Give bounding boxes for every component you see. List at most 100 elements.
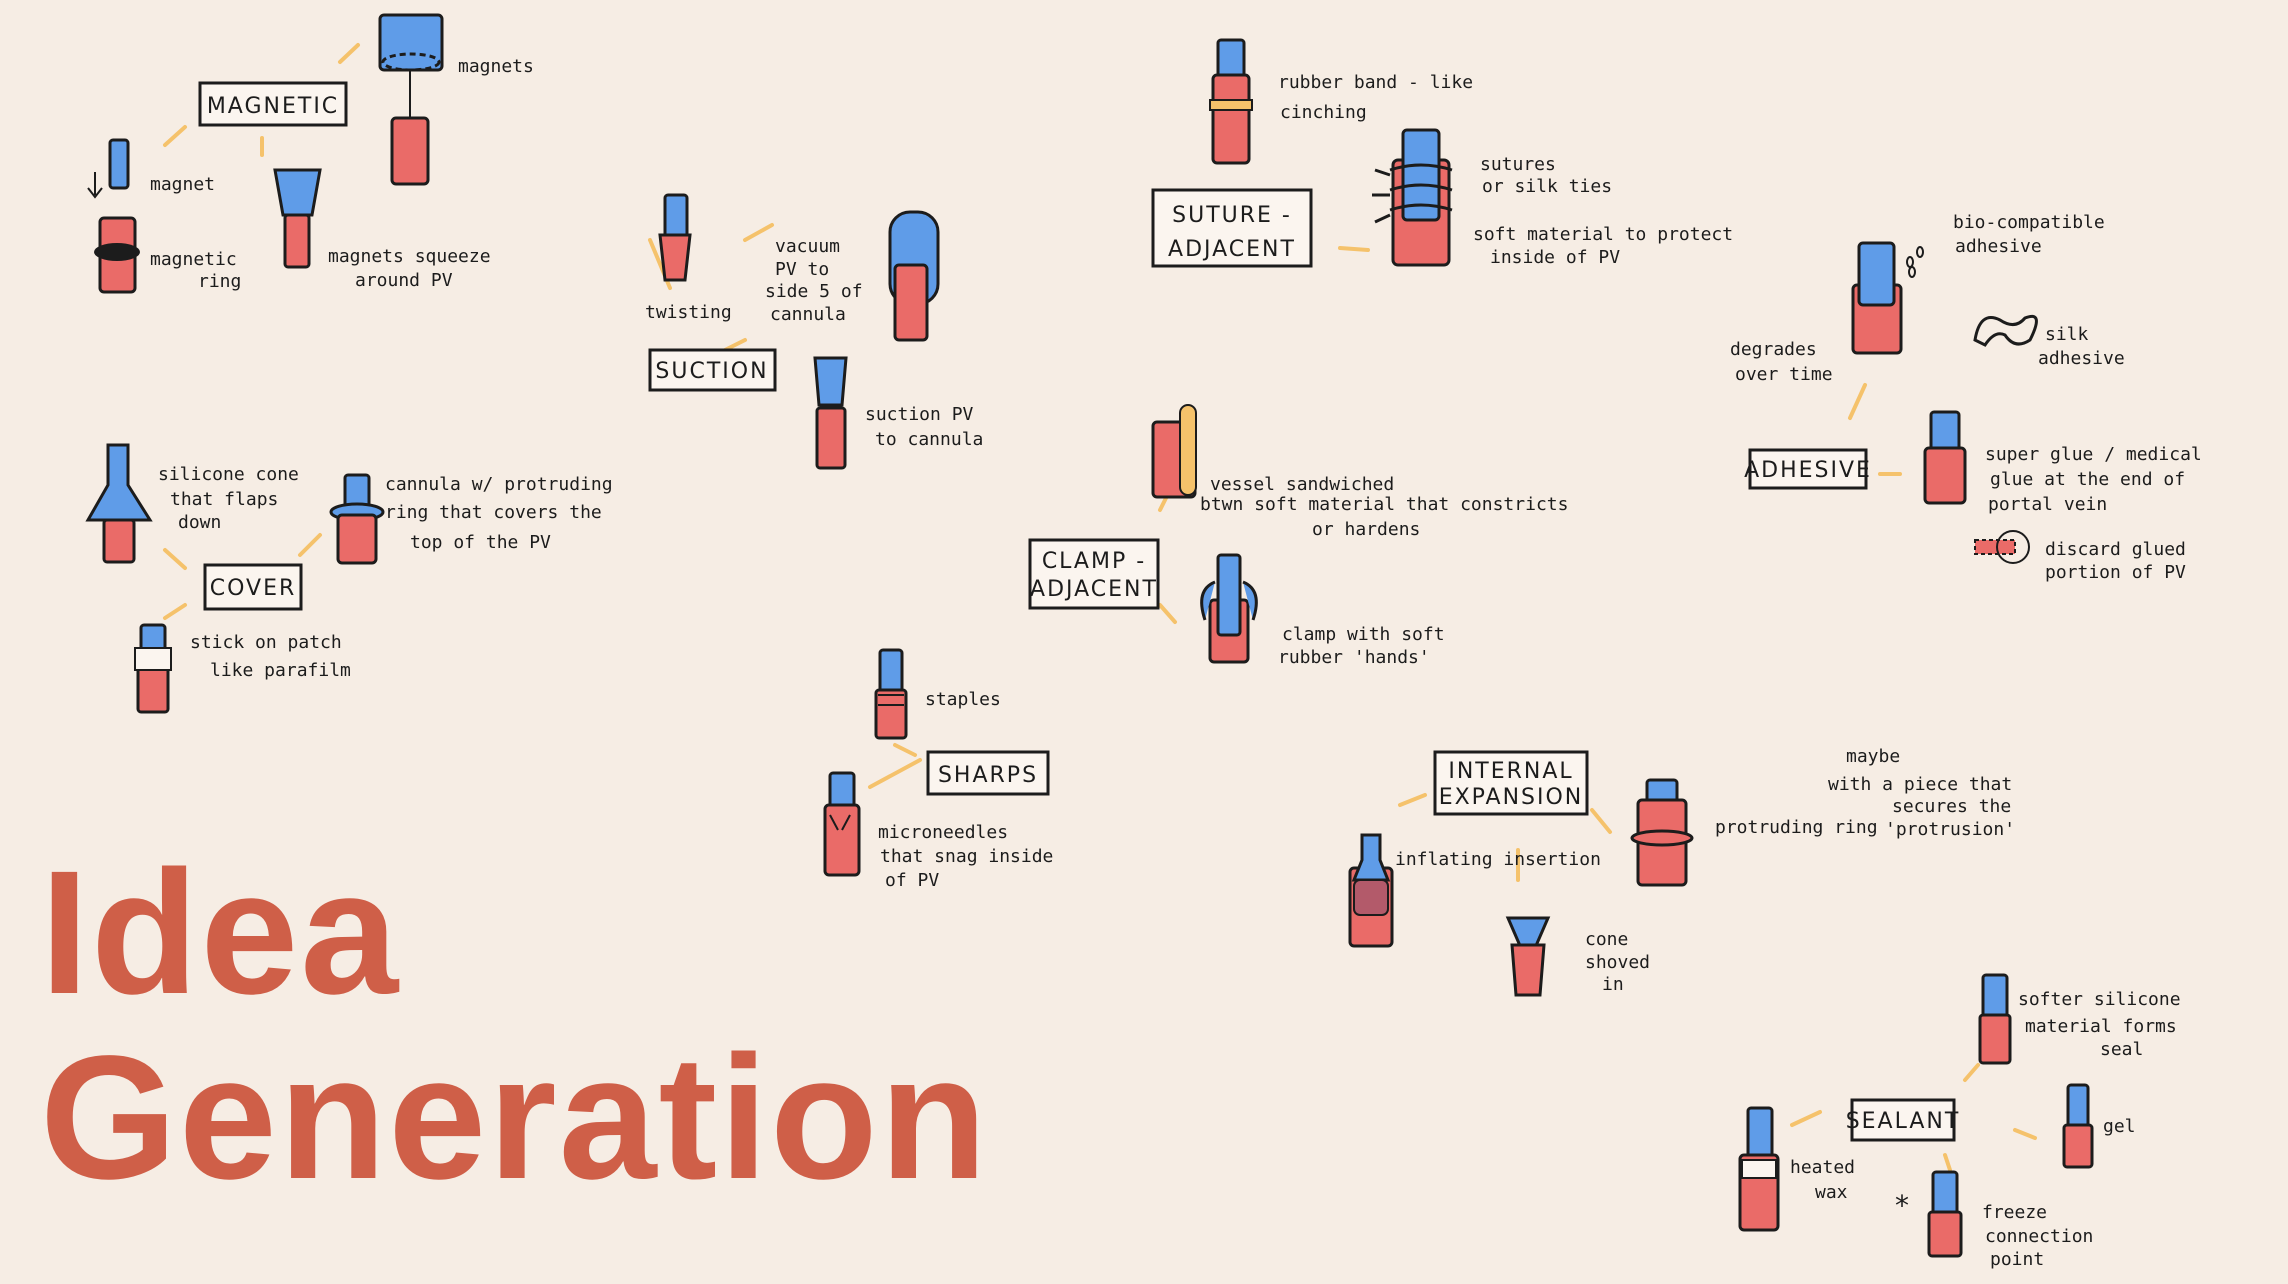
protruding-ring-note: protruding ring [1715,817,1878,838]
cone-icon [273,168,322,217]
drops-icon [1906,246,1924,278]
sealant-label-box [1850,1098,1956,1142]
asterisk-icon: * [1895,1189,1909,1222]
vessel-icon [390,116,430,186]
cannula-icon [1857,241,1896,307]
vessel-icon [1978,1013,2012,1065]
silicone-cone-note: silicone cone [158,464,299,485]
ring-icon [1630,829,1694,847]
maybe-note: maybe [1846,746,1900,767]
svg-text:*: * [1895,1189,1909,1222]
softer-silicone-note: softer silicone [2018,989,2181,1010]
clamp-icon [1179,404,1197,496]
staple-icon [878,694,904,706]
patch-icon [134,647,172,671]
internal-expansion-group: INTERNAL EXPANSION inflating insertion p… [1348,746,2015,997]
staples-note: staples [925,689,1001,710]
sealant-label: SEALANT [1846,1109,1961,1134]
page-title-line-1: Idea [40,835,401,1031]
rubber-band-note-2: cinching [1280,102,1367,123]
page-title-line-2: Generation [40,1020,990,1216]
internal-label-1: INTERNAL [1448,759,1573,784]
suture-icon [1372,163,1453,224]
heated-wax-note: heated [1790,1157,1855,1178]
degrades-note-2: over time [1735,364,1833,385]
vessel-icon [336,513,378,565]
cannula-icon [1351,833,1391,882]
magnetic-label: MAGNETIC [207,94,339,119]
sandwiched-note-2: btwn soft material that constricts [1200,494,1568,515]
cone-icon [85,443,153,522]
silk-note: silk [2045,324,2089,345]
vessel-icon [893,263,929,342]
suture-group: SUTURE - ADJACENT rubber band - like cin… [1151,38,1733,268]
suture-label-1: SUTURE - [1172,203,1292,228]
microneedles-note-3: of PV [885,870,939,891]
needle-icon [829,814,851,831]
cone-note-2: shoved [1585,952,1650,973]
vessel-icon [815,406,847,470]
discard-note: discard glued [2045,539,2186,560]
vacuum-note: vacuum [775,236,840,257]
silk-icon [1973,314,2038,347]
sutures-note: sutures [1480,154,1556,175]
magnetic-ring-note-2: ring [198,271,241,292]
suture-label-2: ADJACENT [1168,237,1296,262]
suture-label-box [1151,188,1313,268]
wax-icon [1741,1159,1777,1179]
sealant-group: SEALANT softer silicone material forms s… [1738,973,2181,1270]
sutures-note-2: or silk ties [1482,176,1612,197]
internal-label-2: EXPANSION [1439,785,1584,810]
sharps-label-box [926,750,1050,796]
magnetic-group: MAGNETIC magnets magnet magnetic ring ma… [87,13,534,294]
cone-icon [813,356,848,407]
ring-icon [94,243,140,261]
magnets-squeeze-note-2: around PV [355,270,453,291]
balloon-icon [1353,879,1389,916]
vessel-icon [1923,446,1967,505]
internal-label-box [1433,750,1589,816]
suction-group: SUCTION twisting vacuum PV to side 5 of … [645,193,983,470]
super-glue-note: super glue / medical [1985,444,2202,465]
heated-wax-note-2: wax [1815,1182,1848,1203]
sandwiched-note-3: or hardens [1312,519,1420,540]
clamp-label-box [1028,538,1160,610]
maybe-note-2: with a piece that [1828,774,2012,795]
cannula-ring-note: cannula w/ protruding [385,474,613,495]
super-glue-note-2: glue at the end of [1990,469,2185,490]
adhesive-label: ADHESIVE [1744,458,1872,483]
cannula-icon [378,13,444,72]
adhesive-label-box [1748,448,1868,490]
vacuum-note-4: cannula [770,304,846,325]
vessel-icon [102,518,136,564]
vessel-icon [1510,943,1546,997]
cover-group: COVER silicone cone that flaps down cann… [85,443,613,714]
cannula-ring-note-3: top of the PV [410,532,551,553]
cone-note: cone [1585,929,1628,950]
cannula-icon [1216,553,1242,637]
freeze-note: freeze [1982,1202,2047,1223]
maybe-note-3: secures the [1892,796,2011,817]
patch-note: stick on patch [190,632,342,653]
maybe-note-4: 'protrusion' [1885,819,2015,840]
discard-icon [1974,530,2030,564]
sharps-group: SHARPS staples microneedles that snag in… [823,648,1053,891]
microneedles-note: microneedles [878,822,1008,843]
clamp-group: CLAMP - ADJACENT vessel sandwiched btwn … [1028,404,1568,668]
cannula-icon [663,193,689,239]
vessel-icon [874,688,908,740]
cannula-icon [1401,128,1441,222]
cannula-ring-note-2: ring that covers the [385,502,602,523]
degrades-note: degrades [1730,339,1817,360]
sandwiched-note: vessel sandwiched [1210,474,1394,495]
ring-icon [1209,99,1253,111]
clamp-label-1: CLAMP - [1042,549,1146,574]
twisting-note: twisting [645,302,732,323]
clamp-icon [1200,580,1258,621]
silk-note-2: adhesive [2038,348,2125,369]
clamp-hands-note: clamp with soft [1282,624,1445,645]
softer-silicone-note-2: material forms [2025,1016,2177,1037]
arrow-down-icon [87,172,103,199]
suction-label-box [648,348,777,392]
